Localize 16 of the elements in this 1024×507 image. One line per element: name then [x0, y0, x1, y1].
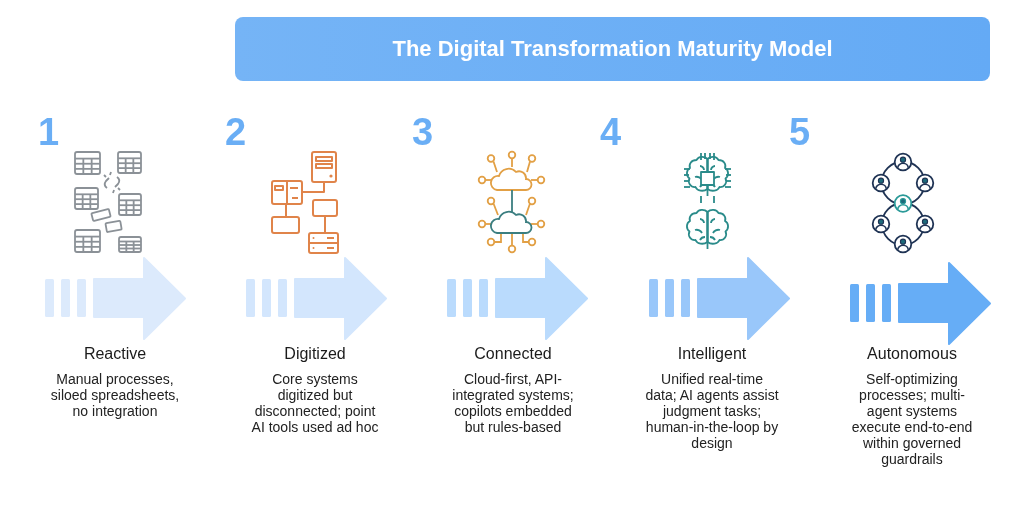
title: The Digital Transformation Maturity Model	[392, 36, 833, 62]
step-number: 2	[225, 113, 247, 151]
stage-description: Unified real-time data; AI agents assist judgment tasks; human-in-the-loop by design	[644, 371, 780, 451]
stage-description: Manual processes, siloed spreadsheets, no integration	[49, 371, 181, 419]
step-number: 3	[412, 113, 434, 151]
step-number: 1	[38, 113, 60, 151]
stage-title: Autonomous	[867, 345, 957, 363]
stage-description: Core systems digitized but disconnected; point AI tools used ad hoc	[250, 371, 380, 435]
stage-title: Digitized	[284, 345, 346, 363]
stage-title: Intelligent	[677, 345, 747, 363]
step-number: 5	[789, 113, 811, 151]
stage-title: Connected	[474, 345, 552, 363]
stage-title: Reactive	[83, 345, 147, 363]
stage-description: Self-optimizing processes; multi-agent systems execute end-to-end within governed guardrails	[850, 371, 974, 467]
step-number: 4	[600, 113, 622, 151]
stage-description: Cloud-first, API-integrated systems; copilots embedded but rules-based	[451, 371, 575, 435]
